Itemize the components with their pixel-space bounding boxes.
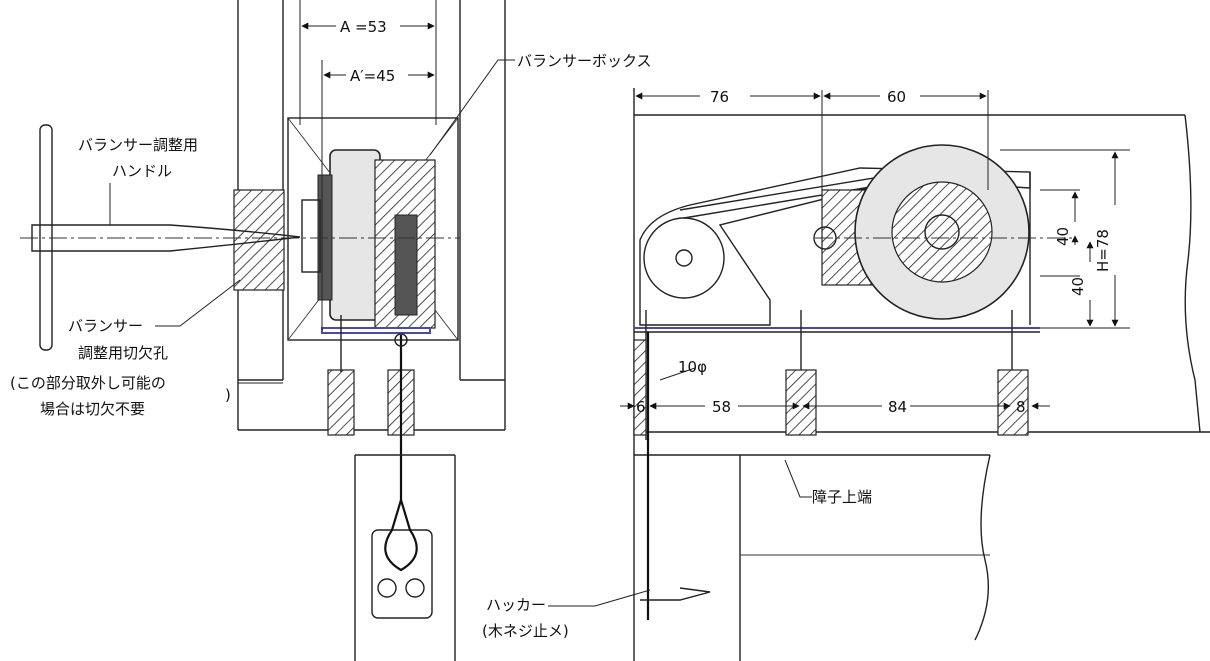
drum-hub <box>301 199 321 273</box>
dim-10phi-leader <box>659 367 696 381</box>
axle-cap <box>813 226 837 250</box>
handle-shaft <box>31 224 301 252</box>
dim-10phi-label: 10φ <box>678 358 707 376</box>
note-line-1: (この部分取外し可能の <box>10 374 166 392</box>
bracket-arm <box>639 167 1031 326</box>
bolt-block <box>997 369 1029 436</box>
dim-a-prime-label: A′=45 <box>350 67 395 85</box>
wheel-core <box>891 181 993 283</box>
hooker-label-2: (木ネジ止メ) <box>482 622 569 640</box>
break-line <box>1184 114 1201 433</box>
screw-hole <box>377 578 397 598</box>
handle-grip <box>39 124 53 351</box>
cable-ring <box>394 333 408 347</box>
sash-break <box>974 454 991 641</box>
screw <box>640 587 711 601</box>
dim-40-lower-label: 40 <box>1069 277 1087 296</box>
screw-hole <box>405 578 425 598</box>
bolt-block <box>785 369 817 436</box>
spool <box>394 214 418 316</box>
dim-84-label: 84 <box>888 398 907 416</box>
balancer-box-label: バランサーボックス <box>517 52 652 70</box>
dim-76-label: 76 <box>710 88 729 106</box>
cutout-label-2: 調整用切欠孔 <box>78 344 168 362</box>
handle-label-1: バランサー調整用 <box>78 136 198 154</box>
dim-40-upper-label: 40 <box>1054 227 1072 246</box>
cutout-label-1: バランサー <box>68 317 143 335</box>
dim-60-label: 60 <box>887 88 906 106</box>
dim-58-label: 58 <box>712 398 731 416</box>
dim-6-label: 6 <box>636 398 646 416</box>
hook-plate <box>371 529 433 619</box>
bolt-block <box>327 369 355 436</box>
hooker-label-1: ハッカー <box>486 596 546 614</box>
dim-8-label: 8 <box>1016 398 1026 416</box>
box-leader <box>429 59 515 156</box>
side-block <box>633 339 647 436</box>
small-pulley-hub <box>675 249 693 267</box>
note-line-2: 場合は切欠不要 <box>40 400 145 418</box>
sash-top-label: 障子上端 <box>812 488 872 506</box>
right-view: 76 60 40 40 H=78 10φ 6 58 84 8 障子上端 <box>482 88 1210 661</box>
balancer-box <box>287 117 459 341</box>
base-plate <box>321 327 431 334</box>
cutout-leader <box>155 279 241 327</box>
left-view: A =53 A′=45 バランサーボックス バランサー調整用 ハンドル バランサ… <box>10 0 652 661</box>
hook-loop <box>384 496 418 572</box>
dim-a-label: A =53 <box>340 18 387 36</box>
note-close-paren: ) <box>225 386 231 404</box>
sash-top-leader <box>784 459 812 498</box>
balancer-drum <box>329 149 381 321</box>
handle-label-2: ハンドル <box>112 162 172 180</box>
wheel-hub <box>924 214 960 250</box>
dim-h-label: H=78 <box>1094 229 1112 272</box>
arm-rail <box>679 171 911 211</box>
small-pulley <box>643 217 725 299</box>
hooker-leader <box>548 589 651 607</box>
